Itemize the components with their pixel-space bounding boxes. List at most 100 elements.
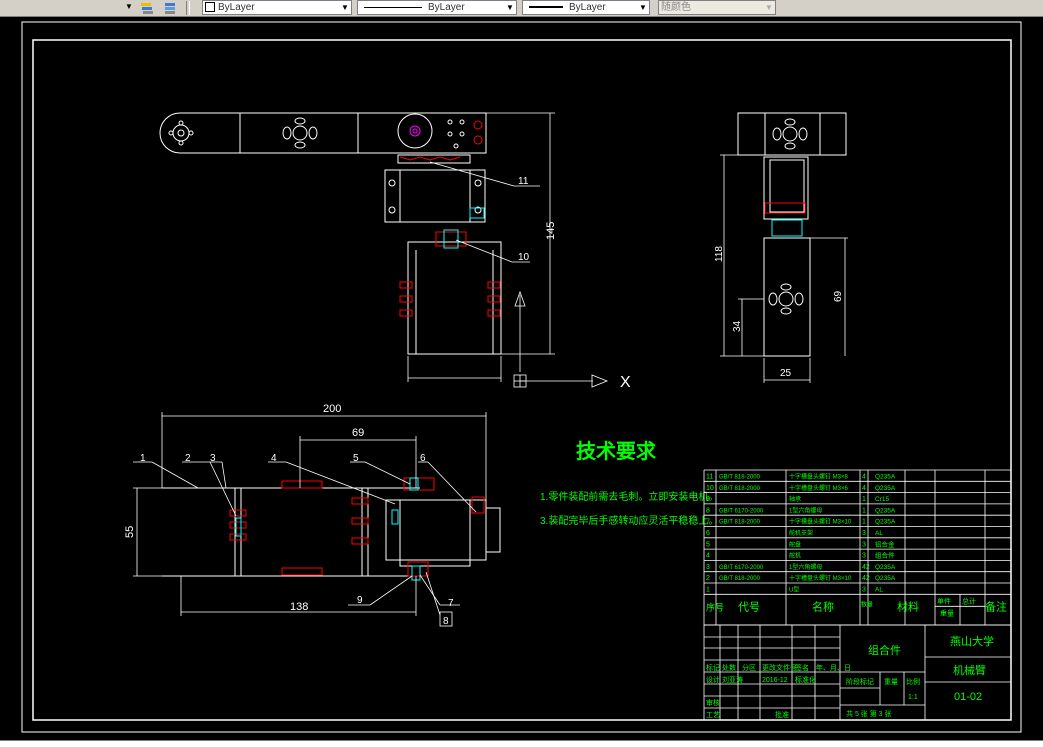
balloon-4: 4 <box>271 453 277 464</box>
tb-assembly: 组合件 <box>868 643 901 657</box>
color-control-value: ByLayer <box>218 2 255 13</box>
bom-row-name: 十字槽盘头螺钉 M3×6 <box>789 484 849 492</box>
balloon-8: 8 <box>443 616 449 627</box>
servo-horn <box>397 113 433 149</box>
dim-front-lower: 138 <box>290 601 308 613</box>
tb-school: 燕山大学 <box>950 634 994 648</box>
tb-approve-label: 批准 <box>775 710 789 719</box>
title-block <box>703 624 1012 721</box>
bom-row-material: Q235A <box>875 564 896 571</box>
tb-zone-label: 分区 <box>742 663 756 672</box>
command-line[interactable] <box>0 740 1043 747</box>
bom-row-no: 8 <box>706 507 710 514</box>
bom-row-material: Q235A <box>875 507 896 514</box>
bom-row-no: 3 <box>706 564 710 571</box>
tb-std-label: 标准化 <box>795 675 816 684</box>
layer-dropdown-tail[interactable]: ▼ <box>0 0 135 15</box>
bom-row-qty: 1 <box>862 496 866 503</box>
front-fasteners <box>229 477 485 577</box>
bom-row-name: U型 <box>789 586 799 594</box>
plotstyle-control-dropdown[interactable]: 随颜色 ▼ <box>658 0 776 15</box>
side-top-block <box>737 112 847 156</box>
chevron-down-icon: ▼ <box>125 2 133 11</box>
tb-sheet-text: 共 5 张 第 3 张 <box>846 709 892 718</box>
axis-label-x: X <box>620 374 631 391</box>
bom-row-qty: 3 <box>862 541 866 548</box>
balloon-7: 7 <box>448 598 454 609</box>
chevron-down-icon: ▼ <box>341 3 349 12</box>
tb-stage-label: 阶段标记 <box>846 677 874 686</box>
color-control-dropdown[interactable]: ByLayer ▼ <box>202 0 352 15</box>
u-bracket <box>407 241 502 355</box>
bom-row-qty: 3 <box>862 530 866 537</box>
bom-row-qty: 3 <box>862 587 866 594</box>
bom-row-qty: 3 <box>862 553 866 560</box>
bom-row-material: Q235A <box>875 474 896 481</box>
layer-previous-glyph-icon <box>165 3 175 14</box>
bom-header-total: 总计 <box>962 596 976 605</box>
bom-row-qty: 42 <box>862 564 870 571</box>
bom-header-name: 名称 <box>812 599 834 613</box>
bom-row-name: 1型六角螺母 <box>789 563 822 571</box>
dim-front-total: 200 <box>323 403 341 415</box>
mid-hole <box>292 125 308 141</box>
tb-mark-label: 标记 <box>706 663 720 672</box>
tech-req-note-2: 3.装配完毕后手感转动应灵活平稳稳上。 <box>540 514 718 527</box>
layer-stack-icon <box>141 3 153 14</box>
tb-designer-label: 设计 <box>706 675 720 684</box>
dim-side-lower: 69 <box>833 290 844 302</box>
drawing-canvas[interactable]: 145 X 11 10 118 34 69 25 <box>0 17 1043 740</box>
front-view <box>162 487 501 577</box>
balloon-10: 10 <box>518 252 530 263</box>
bom-row-name: 舵盘 <box>789 540 801 548</box>
bom-row-material: Cr15 <box>875 496 889 503</box>
linetype-control-dropdown[interactable]: ByLayer ▼ <box>357 0 517 15</box>
layer-previous-icon[interactable] <box>162 1 178 15</box>
front-view-dims <box>133 412 487 616</box>
balloon-1: 1 <box>140 453 146 464</box>
tb-date: 2016-12 <box>762 677 788 684</box>
bom-row-code: GB/T 6170-2000 <box>719 508 764 514</box>
bom-row-qty: 42 <box>862 575 870 582</box>
bom-row-name: 十字槽盘头螺钉 M3×10 <box>789 518 852 526</box>
bom-row-material: AL <box>875 530 883 537</box>
bom-row-material: 铝合金 <box>875 539 895 548</box>
bom-row-code: GB/T 818-2000 <box>719 520 761 526</box>
tb-process-label: 工艺 <box>706 711 720 719</box>
bom-header-material: 材料 <box>897 599 919 613</box>
bom-header-weight: 重量 <box>940 609 954 617</box>
balloon-11: 11 <box>518 176 529 187</box>
bom-row-qty: 4 <box>862 485 866 492</box>
bom-row-name: 舵机支架 <box>789 529 813 537</box>
front-servo <box>385 499 487 561</box>
chevron-down-icon: ▼ <box>506 3 514 12</box>
bom-row-no: 4 <box>706 553 710 560</box>
tb-part-name: 机械臂 <box>953 663 986 677</box>
front-leaders <box>133 461 477 627</box>
bom-row-material: Q235A <box>875 519 896 526</box>
chevron-down-icon: ▼ <box>765 3 773 12</box>
top-view-dims <box>407 112 609 388</box>
tb-sign-label: 签名 <box>795 663 809 672</box>
lineweight-control-dropdown[interactable]: ByLayer ▼ <box>522 0 650 15</box>
color-swatch-icon <box>205 2 215 13</box>
toolbar-separator <box>186 1 190 15</box>
layer-states-icon[interactable] <box>139 1 155 15</box>
dim-side-width: 25 <box>780 368 792 379</box>
balloon-3: 3 <box>210 453 216 464</box>
balloon-5: 5 <box>353 453 359 464</box>
dim-front-height: 55 <box>124 526 136 538</box>
side-view <box>737 112 847 357</box>
bom-row-no: 1 <box>706 587 710 594</box>
bom-row-no: 10 <box>706 485 714 492</box>
bom-row-qty: 1 <box>862 507 866 514</box>
tb-count-label: 处数 <box>722 663 736 672</box>
bom-row-name: 舵机 <box>789 552 801 560</box>
lineweight-control-value: ByLayer <box>569 2 606 13</box>
bom-row-code: GB/T 818-2000 <box>719 486 761 492</box>
dim-side-base: 34 <box>732 320 743 332</box>
bom-row-no: 7 <box>706 519 710 526</box>
top-view <box>159 112 502 355</box>
drawing-svg: 145 X 11 10 118 34 69 25 <box>21 21 1022 733</box>
